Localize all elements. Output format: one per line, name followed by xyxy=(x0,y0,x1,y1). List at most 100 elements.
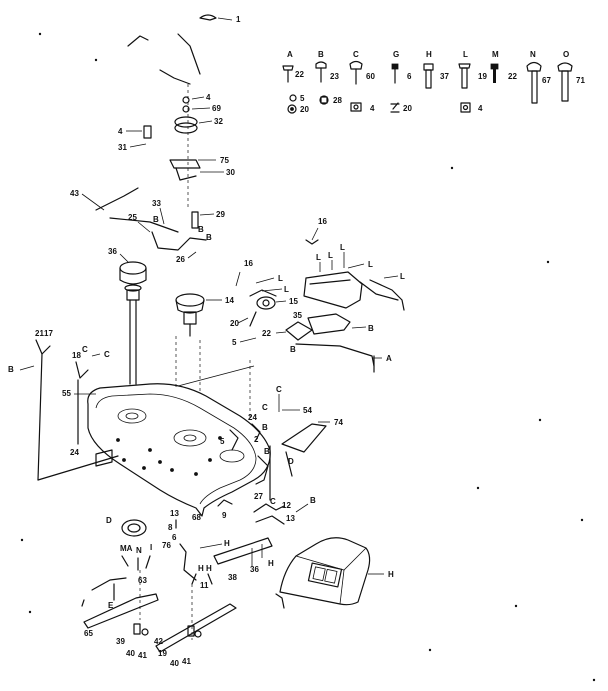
callout-c3: 18 xyxy=(72,351,81,360)
key-row2-5: 5 xyxy=(300,94,305,103)
callout-43: 43 xyxy=(70,189,79,198)
callout-25: 25 xyxy=(128,213,137,222)
right-bracket-assembly: 16 L L L L L 35 22 B B A xyxy=(262,217,405,373)
key-num-o: 71 xyxy=(576,76,585,85)
callout-h2: N xyxy=(136,546,142,555)
center-idler-assembly: 14 16 L L 15 20 5 xyxy=(175,259,298,347)
lower-center-parts: 27 C 12 B 13 9 13 8 6 68 xyxy=(168,492,316,542)
part-rod xyxy=(177,33,201,75)
callout-c1: 21 xyxy=(35,329,44,338)
hardware-bolt-l: L 19 xyxy=(458,50,487,89)
callout-69: 69 xyxy=(212,104,221,113)
callout-76: D xyxy=(106,516,112,525)
callout-14: L xyxy=(368,260,373,269)
callout-63: 11 xyxy=(200,581,209,590)
callout-ma: 8 xyxy=(168,523,173,532)
callout-h3: I xyxy=(150,543,152,552)
mid-linkage: 43 33 25 29 B B B 26 xyxy=(70,187,225,264)
part-75-plate xyxy=(169,159,201,169)
deck-shell xyxy=(87,383,271,517)
callout-17: B xyxy=(368,324,374,333)
key-letter-l: L xyxy=(463,50,468,59)
part-32-washer xyxy=(174,116,198,128)
key-letter-o: O xyxy=(563,50,569,59)
hardware-bolt-c: C 60 xyxy=(349,50,375,85)
key-num-b: 23 xyxy=(330,72,339,81)
callout-68: 9 xyxy=(222,511,227,520)
callout-i: 68 xyxy=(192,513,201,522)
key-row2-4: 4 xyxy=(370,104,375,113)
callout-29: 29 xyxy=(216,210,225,219)
key-letter-m: M xyxy=(492,50,499,59)
key-num-h: 37 xyxy=(440,72,449,81)
callout-b6: B xyxy=(290,345,296,354)
key-row2-20a: 20 xyxy=(300,105,309,114)
callout-4: 4 xyxy=(206,93,211,102)
key-num-a: 22 xyxy=(295,70,304,79)
callout-16b: 16 xyxy=(318,217,327,226)
callout-c4: C xyxy=(82,345,88,354)
callout-21: 22 xyxy=(262,329,271,338)
callout-b4: 20 xyxy=(230,319,239,328)
callout-41a: 40 xyxy=(126,649,135,658)
callout-40a: 39 xyxy=(116,637,125,646)
callout-1: 1 xyxy=(236,15,241,24)
callout-h4: H xyxy=(198,564,204,573)
callout-18: A xyxy=(386,354,392,363)
callout-c5: B xyxy=(264,447,270,456)
callout-26: 26 xyxy=(176,255,185,264)
callout-33: 33 xyxy=(152,199,161,208)
callout-d2: 13 xyxy=(170,509,179,518)
hardware-nuts-row: 5 20 28 4 20 4 xyxy=(287,94,483,114)
callout-5b: 54 xyxy=(303,406,312,415)
callout-40b: 19 xyxy=(158,649,167,658)
hardware-bolt-b: B 23 xyxy=(315,50,339,83)
callout-7: H xyxy=(268,559,274,568)
mower-deck-housing xyxy=(87,336,271,517)
part-18-rod xyxy=(295,343,375,367)
callout-27: 2 xyxy=(254,435,259,444)
callout-2: 24 xyxy=(248,413,257,422)
key-row2-28: 28 xyxy=(333,96,342,105)
callout-75: 75 xyxy=(220,156,229,165)
callout-b3: B xyxy=(206,233,212,242)
callout-b9: D xyxy=(288,457,294,466)
callout-30: 30 xyxy=(226,168,235,177)
part-39-blade xyxy=(83,593,159,629)
part-14-bracket xyxy=(303,271,363,309)
callout-74: C xyxy=(262,403,268,412)
part-26-lift-link xyxy=(151,231,207,251)
callout-54: C xyxy=(104,350,110,359)
callout-l2: L xyxy=(328,251,333,260)
callout-9: C xyxy=(270,497,276,506)
callout-c2: 17 xyxy=(44,329,53,338)
part-10-bracket xyxy=(213,537,273,565)
left-spindle-pulley: 36 xyxy=(108,247,147,385)
hardware-key: A 22 B 23 C 60 G 6 H xyxy=(282,50,585,114)
part-bracket-left xyxy=(127,35,149,47)
hardware-bolt-h: H 37 xyxy=(423,50,449,89)
callout-38: 76 xyxy=(162,541,171,550)
callout-36b: H xyxy=(224,539,230,548)
callout-32: 32 xyxy=(214,117,223,126)
callout-24: 55 xyxy=(62,389,71,398)
key-num-g: 6 xyxy=(407,72,412,81)
key-letter-c: C xyxy=(353,50,359,59)
callout-d1: 5 xyxy=(220,437,225,446)
callout-5a: L xyxy=(284,285,289,294)
key-letter-b: B xyxy=(318,50,324,59)
callout-e1: 36 xyxy=(250,565,259,574)
part-19-blade xyxy=(155,603,237,653)
callout-b5: 5 xyxy=(232,338,237,347)
callout-h1: MA xyxy=(120,544,133,553)
callout-65: E xyxy=(108,601,114,610)
callout-42a: 41 xyxy=(138,651,147,660)
callout-39: 65 xyxy=(84,629,93,638)
part-1-clip xyxy=(199,14,217,21)
callout-l1: L xyxy=(316,253,321,262)
callout-13b: 12 xyxy=(282,501,291,510)
discharge-chute-assembly: 38 36 H H xyxy=(213,537,394,609)
part-17-plate xyxy=(307,313,351,335)
callout-12: 24 xyxy=(70,448,79,457)
callout-n: 6 xyxy=(172,533,177,542)
